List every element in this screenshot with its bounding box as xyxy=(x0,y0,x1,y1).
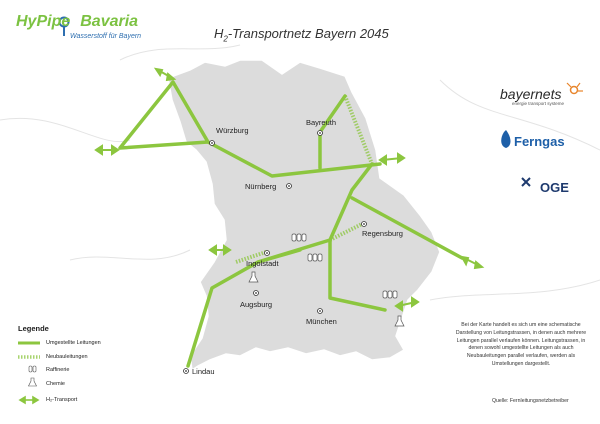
city-label-wuerzburg: Würzburg xyxy=(216,126,249,135)
legend-label-h2-transport: H₂-Transport xyxy=(46,397,78,403)
city-marker-dots xyxy=(185,132,365,372)
newbuild-bayreuth xyxy=(343,95,374,165)
bavaria-region xyxy=(167,59,441,372)
logo-ferngas: Ferngas xyxy=(514,134,565,149)
refineries xyxy=(291,233,398,299)
brand-pin-icon xyxy=(58,16,70,36)
chemistry-icon xyxy=(394,315,405,327)
chemistry-icon xyxy=(248,271,259,283)
brand-bavaria: Bavaria xyxy=(80,13,139,30)
title-subscript: 2 xyxy=(223,34,228,44)
legend-label-chemistry: Chemie xyxy=(46,381,65,387)
h2-arrow-southeast-icon xyxy=(460,255,485,270)
legend-label-newbuild: Neubauleitungen xyxy=(46,354,88,360)
map-note: Bei der Karte handelt es sich um eine sc… xyxy=(455,322,587,367)
neighbor-borders xyxy=(0,44,600,301)
pipeline-wuerzburg-east xyxy=(206,140,382,178)
pipeline-regensburg-east xyxy=(350,196,464,260)
city-label-regensburg: Regensburg xyxy=(362,229,403,238)
legend-label-refinery: Raffinerie xyxy=(46,367,70,373)
brand-subtitle: Wasserstoff für Bayern xyxy=(70,33,142,40)
legend-refinery-icon xyxy=(28,365,37,373)
title-prefix: H xyxy=(214,26,224,41)
legend-chemistry-icon xyxy=(28,377,37,387)
pipeline-triangle xyxy=(118,80,210,150)
city-label-lindau: Lindau xyxy=(192,367,215,376)
logo-bayernets: bayernets xyxy=(500,86,562,102)
h2-arrow-southwest-icon xyxy=(208,244,232,256)
pipeline-ingolstadt-link xyxy=(256,248,302,264)
legend-symbols xyxy=(18,341,40,405)
source-note: Quelle: Fernleitungsnetzbetreiber xyxy=(492,398,569,404)
legend-title: Legende xyxy=(18,324,49,333)
bayernets-logo-icon xyxy=(566,82,583,95)
newbuild-ingolstadt xyxy=(235,250,267,264)
city-label-ingolstadt: Ingolstadt xyxy=(246,259,279,268)
h2-transport-arrows xyxy=(94,67,485,312)
city-label-augsburg: Augsburg xyxy=(240,300,273,309)
legend-h2-arrow-icon xyxy=(18,395,40,405)
page-title: H2-Transportnetz Bayern 2045 xyxy=(214,26,389,44)
title-rest: -Transportnetz Bayern 2045 xyxy=(227,26,389,41)
h2-arrow-west-icon xyxy=(94,144,120,156)
oge-logo-icon xyxy=(521,177,531,187)
city-label-nuernberg: Nürnberg xyxy=(245,182,277,191)
city-label-muenchen: München xyxy=(306,317,337,326)
brand-hypipe: HyPipe xyxy=(16,13,71,30)
ferngas-logo-icon xyxy=(501,130,511,148)
refinery-icon xyxy=(382,290,398,299)
h2-arrow-east-icon xyxy=(378,152,406,166)
brand-logo: HyPipe Bavaria xyxy=(16,14,138,30)
chemistry-sites xyxy=(248,271,405,327)
logo-bayernets-sub: energie transport systeme xyxy=(512,101,565,106)
refinery-icon xyxy=(291,233,307,242)
city-label-bayreuth: Bayreuth xyxy=(306,118,337,127)
h2-arrow-south-icon xyxy=(394,296,420,312)
legend-label-converted: Umgestellte Leitungen xyxy=(46,340,101,346)
logo-oge: OGE xyxy=(540,180,569,195)
h2-arrow-north-icon xyxy=(153,67,177,82)
refinery-icon xyxy=(307,253,323,262)
new-pipelines xyxy=(235,95,374,264)
